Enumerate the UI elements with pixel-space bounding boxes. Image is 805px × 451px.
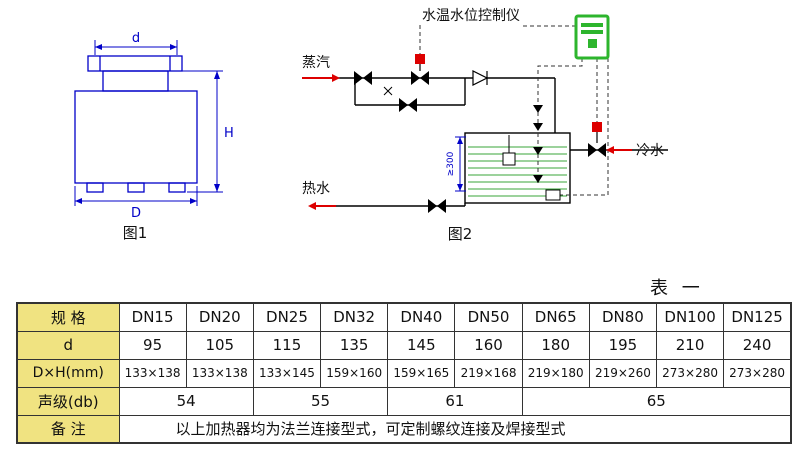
row-label-d: d [16, 330, 120, 360]
d2-dimension [74, 186, 198, 206]
d-cell: 145 [387, 330, 456, 360]
dxh-cell: 159×160 [320, 358, 389, 388]
probe-box [545, 189, 561, 201]
d-row: d 95 105 115 135 145 160 180 195 210 240 [16, 330, 792, 360]
manual-valves [354, 71, 606, 213]
spec-cell: DN15 [118, 302, 187, 332]
d-cell: 115 [252, 330, 322, 360]
d-cell: 240 [723, 330, 792, 360]
d-dimension [94, 40, 178, 55]
note-cell: 以上加热器均为法兰连接型式，可定制螺纹连接及焊接型式 [118, 414, 792, 444]
dxh-cell: 133×138 [185, 358, 254, 388]
level-dimension [455, 136, 466, 192]
noise-cell: 55 [252, 386, 389, 416]
controller-device [574, 14, 610, 60]
dim-label-d-outer: D [131, 206, 141, 221]
solenoid-actuators [415, 54, 602, 143]
cold-water-flow-arrow [606, 146, 632, 154]
spec-cell: DN80 [588, 302, 658, 332]
d-cell: 195 [588, 330, 658, 360]
dxh-row: D×H(mm) 133×138 133×138 133×145 159×160 … [16, 358, 792, 388]
figure2-schematic: ≥300 [302, 8, 668, 243]
level-probe-tips [533, 105, 543, 183]
row-label-noise: 声级(db) [16, 386, 120, 416]
row-label-spec: 规 格 [16, 302, 120, 332]
hot-water-flow-arrow [308, 202, 336, 210]
controller-title: 水温水位控制仪 [422, 8, 520, 24]
spec-table: 规 格 DN15 DN20 DN25 DN32 DN40 DN50 DN65 D… [16, 302, 792, 444]
figure1-caption: 图1 [123, 224, 148, 242]
dim-label-h: H [224, 126, 234, 141]
hot-water-label: 热水 [302, 181, 330, 197]
spec-cell: DN125 [723, 302, 792, 332]
level-dimension-label: ≥300 [446, 151, 456, 176]
noise-cell: 54 [118, 386, 254, 416]
dxh-cell: 219×260 [588, 358, 658, 388]
table-caption: 表 一 [650, 278, 704, 299]
figure1-drawing: d H D 图1 [74, 31, 234, 242]
dxh-cell: 219×168 [454, 358, 523, 388]
note-row: 备 注 以上加热器均为法兰连接型式，可定制螺纹连接及焊接型式 [16, 414, 792, 444]
spec-cell: DN65 [521, 302, 590, 332]
dxh-cell: 273×280 [655, 358, 725, 388]
dxh-cell: 133×145 [252, 358, 322, 388]
spec-cell: DN20 [185, 302, 254, 332]
row-label-dxh: D×H(mm) [16, 358, 120, 388]
dxh-cell: 159×165 [387, 358, 456, 388]
d-cell: 95 [118, 330, 187, 360]
dxh-cell: 219×180 [521, 358, 590, 388]
dim-label-d: d [132, 31, 140, 46]
steam-flow-arrow [302, 74, 340, 82]
spec-cell: DN40 [387, 302, 456, 332]
d-cell: 135 [320, 330, 389, 360]
dxh-cell: 133×138 [118, 358, 187, 388]
d-cell: 180 [521, 330, 590, 360]
spec-cell: DN25 [252, 302, 322, 332]
steam-label: 蒸汽 [302, 55, 330, 71]
figure2-caption: 图2 [448, 225, 473, 243]
control-signal-lines [419, 25, 609, 196]
closed-valve-mark [383, 86, 393, 96]
d-cell: 210 [655, 330, 725, 360]
noise-row: 声级(db) 54 55 61 65 [16, 386, 792, 416]
noise-cell: 61 [387, 386, 523, 416]
check-valve [472, 70, 489, 86]
spec-cell: DN50 [454, 302, 523, 332]
spec-cell: DN100 [655, 302, 725, 332]
row-label-note: 备 注 [16, 414, 120, 444]
spec-row: 规 格 DN15 DN20 DN25 DN32 DN40 DN50 DN65 D… [16, 302, 792, 332]
heater-outline [74, 55, 198, 193]
dxh-cell: 273×280 [723, 358, 792, 388]
water-level-lines [468, 146, 567, 197]
noise-cell: 65 [521, 386, 792, 416]
d-cell: 160 [454, 330, 523, 360]
spec-cell: DN32 [320, 302, 389, 332]
float-sensor [502, 135, 516, 166]
cold-water-label: 冷水 [636, 143, 664, 159]
d-cell: 105 [185, 330, 254, 360]
h-dimension [173, 70, 223, 193]
